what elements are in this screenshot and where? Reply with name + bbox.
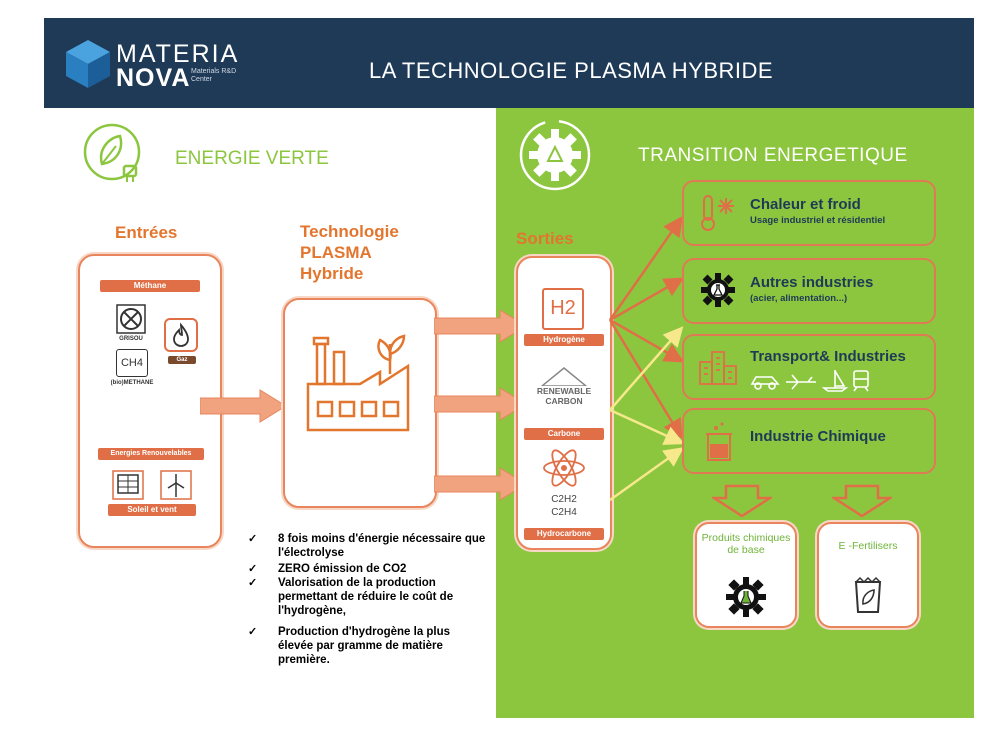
section-title-transition: TRANSITION ENERGETIQUE (638, 145, 908, 166)
bullet-item-production: ✓ Production d'hydrogène la plus élevée … (248, 625, 488, 667)
renewable-text-2: CARBON (545, 396, 583, 406)
product-e-fertilisers: E -Fertilisers (817, 522, 919, 628)
wind-turbine-icon (160, 470, 192, 500)
hydrocarbone-label: Hydrocarbone (524, 528, 604, 540)
section-title-energie-verte: ENERGIE VERTE (175, 148, 329, 169)
checkmark-icon: ✓ (248, 577, 258, 589)
beaker-icon (706, 422, 732, 461)
grisou-mine-icon (116, 304, 146, 334)
logo-word-nova: NOVA (116, 64, 191, 92)
c2h4-text: C2H4 (551, 507, 577, 518)
atom-icon (543, 449, 585, 487)
gas-flame-icon (164, 318, 198, 352)
buildings-icon (699, 351, 737, 385)
output-title: Transport& Industries (750, 348, 906, 365)
materia-nova-logo: MATERIA NOVA Materials R&D Center (44, 18, 244, 108)
tech-title-line1: Technologie (300, 222, 399, 241)
logo-subtitle: Materials R&D Center (191, 68, 237, 83)
output-subtitle: Usage industriel et résidentiel (750, 215, 886, 226)
bullet-text: ZERO émission de CO2 (278, 563, 407, 575)
page-title: LA TECHNOLOGIE PLASMA HYBRIDE (369, 58, 774, 83)
renewable-carbon-logo-icon (540, 367, 588, 386)
header-bar: MATERIA NOVA Materials R&D Center LA TEC… (44, 18, 974, 108)
checkmark-icon: ✓ (248, 563, 258, 575)
output-title: Industrie Chimique (750, 428, 886, 445)
hydrogene-label: Hydrogène (524, 334, 604, 346)
bullet-text: 8 fois moins d'énergie nécessaire que l'… (278, 533, 486, 559)
biomethane-label: (bio)METHANE (110, 380, 154, 386)
inputs-box: Méthane GRISOU Gaz CH4 (bio)METHANE Ener… (78, 254, 222, 548)
soleil-vent-label: Soleil et vent (108, 504, 196, 516)
output-autres-industries: Autres industries (acier, alimentation..… (682, 258, 936, 324)
bullet-item-energie: ✓ 8 fois moins d'énergie nécessaire que … (248, 532, 488, 560)
output-industrie-chimique: Industrie Chimique (682, 408, 936, 474)
leaf-plug-icon (83, 123, 141, 182)
logo-word-materia: MATERIA (116, 40, 240, 68)
product-produits-chimiques: Produits chimiques de base (695, 522, 797, 628)
tech-title-line3: Hybride (300, 264, 364, 283)
ch4-icon: CH4 (116, 349, 148, 377)
bullet-text: Production d'hydrogène la plus élevée pa… (278, 626, 451, 666)
cube-logo-icon (66, 40, 110, 88)
h2-icon: H2 (542, 288, 584, 330)
transport-vehicles-icon (750, 370, 869, 392)
factory-plant-icon (306, 334, 410, 432)
thermometer-snowflake-icon (701, 195, 734, 231)
checkmark-icon: ✓ (248, 626, 258, 638)
checkmark-icon: ✓ (248, 533, 258, 545)
grisou-label: GRISOU (119, 336, 143, 342)
arrows-tech-to-outputs (434, 310, 527, 501)
arrow-input-to-tech (200, 389, 287, 423)
methane-label: Méthane (100, 280, 200, 292)
bullet-item-valorisation: ✓ Valorisation de la production permetta… (248, 576, 488, 618)
carbone-label: Carbone (524, 428, 604, 440)
gaz-label: Gaz (168, 356, 196, 364)
output-transport-industries: Transport& Industries (682, 334, 936, 400)
solar-panel-icon (112, 470, 144, 500)
product-label: E -Fertilisers (838, 540, 898, 552)
down-arrow-fertilisers (832, 484, 892, 518)
bullet-item-zero: ✓ ZERO émission de CO2 (248, 562, 488, 576)
c2h2-text: C2H2 (551, 494, 577, 505)
renewable-text-1: RENEWABLE (536, 386, 592, 396)
output-chaleur-froid: Chaleur et froid Usage industriel et rés… (682, 180, 936, 246)
product-label: Produits chimiques de base (701, 532, 791, 556)
outputs-box: H2 Hydrogène RENEWABLE CARBON Carbone C2… (516, 256, 612, 550)
gear-flask-icon (701, 273, 735, 307)
sorties-title: Sorties (516, 229, 574, 248)
tech-box (283, 298, 437, 508)
bullet-text: Valorisation de la production permettant… (278, 577, 454, 617)
renouvelables-label: Energies Renouvelables (98, 448, 204, 460)
output-title: Chaleur et froid (750, 196, 861, 213)
down-arrow-produits (712, 484, 772, 518)
gear-flask-icon (726, 577, 766, 617)
arrows-outputs-to-uses (608, 215, 685, 502)
fertilizer-bag-icon (854, 576, 882, 613)
recycle-gear-icon (519, 119, 591, 191)
tech-title-line2: PLASMA (300, 243, 372, 262)
output-subtitle: (acier, alimentation...) (750, 293, 848, 304)
output-title: Autres industries (750, 274, 874, 291)
entrees-title: Entrées (115, 223, 178, 242)
